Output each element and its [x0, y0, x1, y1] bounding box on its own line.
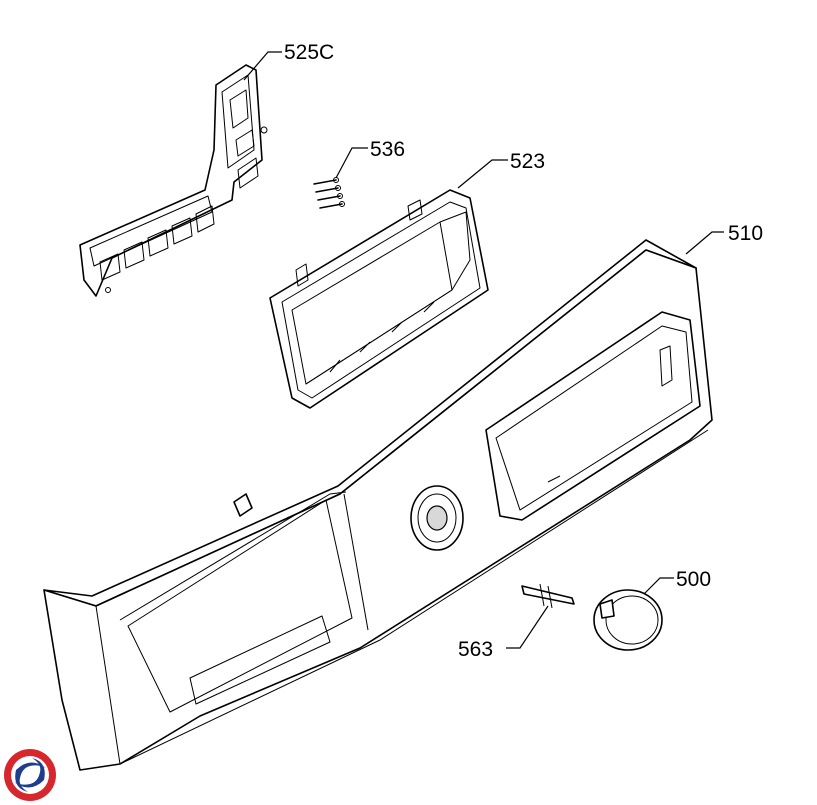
label-563: 563	[458, 638, 493, 661]
leader-563	[506, 605, 549, 649]
label-523: 523	[510, 150, 545, 173]
part-563-shaft	[521, 583, 575, 609]
leader-500	[643, 577, 674, 595]
label-510: 510	[728, 222, 763, 245]
label-536: 536	[370, 138, 405, 161]
leader-lines	[243, 51, 724, 649]
leader-510	[685, 231, 724, 255]
part-523-display-frame	[269, 189, 489, 409]
label-500: 500	[676, 568, 711, 591]
leader-536	[335, 147, 368, 179]
leader-525c	[243, 51, 282, 81]
part-510-control-panel	[43, 239, 713, 771]
part-500-knob	[593, 589, 663, 651]
label-525c: 525C	[284, 41, 334, 64]
leader-523	[457, 159, 508, 189]
part-536-light-pipes	[313, 177, 345, 209]
brand-logo-icon	[4, 749, 56, 801]
part-525c-control-board	[79, 64, 268, 297]
